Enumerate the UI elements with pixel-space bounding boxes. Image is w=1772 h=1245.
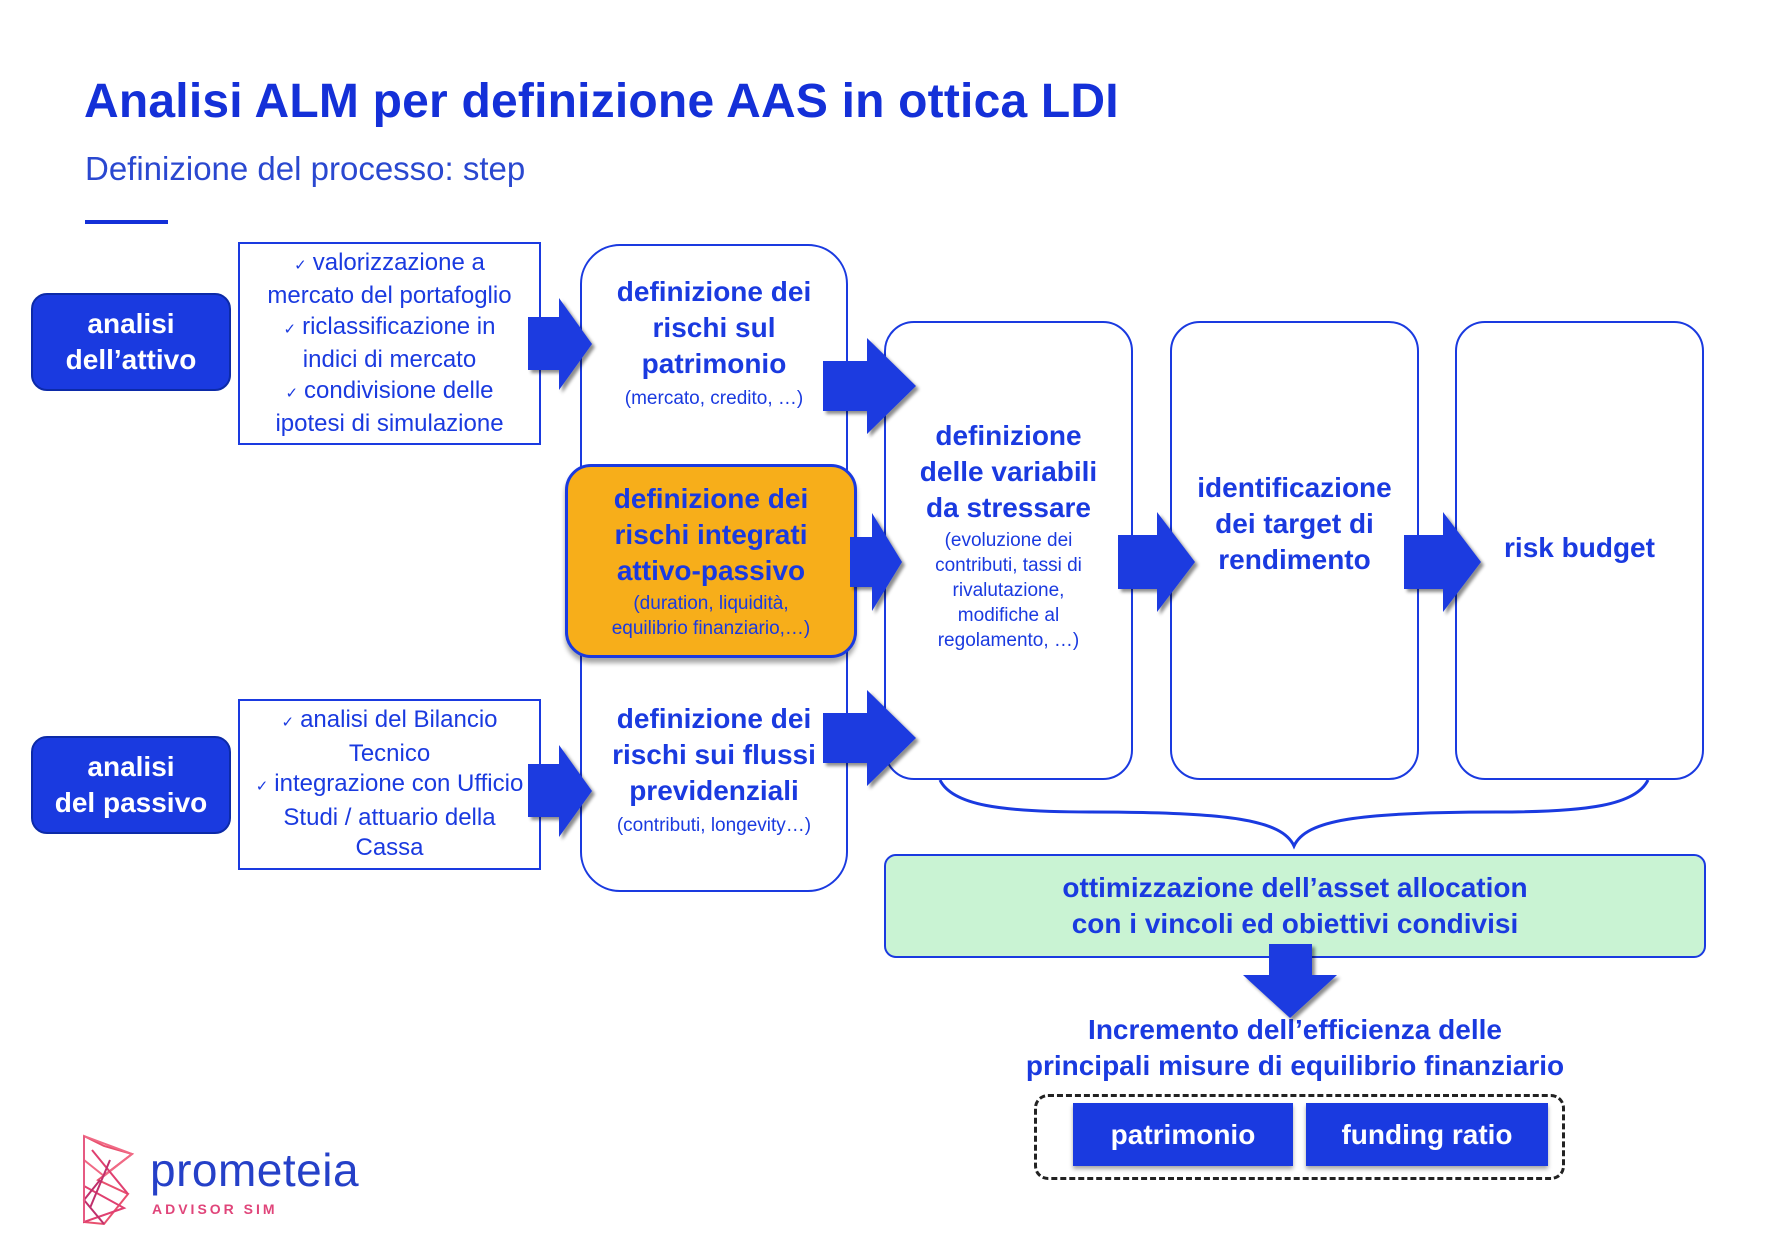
arrow-variabili-target-icon [1118, 512, 1195, 612]
analisi-passivo-pill: analisi del passivo [31, 736, 231, 834]
rischi-patrimonio-step: definizione dei rischi sul patrimonio (m… [616, 275, 812, 409]
target-step: identificazione dei target di rendimento [1197, 471, 1392, 575]
result-heading: Incremento dell’efficienza delle princip… [1025, 1014, 1565, 1081]
attivo-item: ✓riclassificazione in [283, 312, 496, 340]
arrow-integrati-icon [850, 513, 902, 611]
rischi-flussi-step: definizione dei rischi sui flussi previd… [612, 702, 816, 836]
check-icon: ✓ [255, 778, 269, 796]
arrow-target-budget-icon [1404, 512, 1481, 612]
arrow-down-icon [1243, 944, 1337, 1018]
arrow-attivo-icon [528, 298, 592, 390]
attivo-activities-box: ✓valorizzazione a mercato del portafogli… [238, 242, 541, 445]
title-underline [85, 220, 168, 224]
logo-name: prometeia [150, 1144, 360, 1196]
check-icon: ✓ [283, 320, 297, 338]
attivo-item: ✓valorizzazione a [294, 248, 485, 276]
check-icon: ✓ [285, 384, 299, 402]
passivo-item: ✓integrazione con Ufficio [255, 770, 524, 798]
analisi-attivo-pill: analisi dell’attivo [31, 293, 231, 391]
arrow-flussi-icon [823, 690, 916, 786]
prometeia-logo-icon [82, 1134, 135, 1226]
page-subtitle: Definizione del processo: step [85, 150, 526, 187]
check-icon: ✓ [294, 256, 307, 274]
passivo-activities-box: ✓analisi del Bilancio Tecnico ✓integrazi… [238, 699, 541, 870]
page-title: Analisi ALM per definizione AAS in ottic… [84, 75, 1119, 128]
arrow-passivo-icon [528, 745, 592, 837]
attivo-item: ✓condivisione delle [285, 376, 494, 404]
arrow-patrimonio-icon [823, 338, 916, 434]
logo-tagline: ADVISOR SIM [152, 1201, 278, 1217]
check-icon: ✓ [281, 714, 295, 732]
metrics-group [1034, 1094, 1565, 1180]
variabili-step: definizione delle variabili da stressare… [919, 420, 1098, 651]
passivo-item: ✓analisi del Bilancio [281, 706, 498, 734]
risk-budget-step: risk budget [1504, 531, 1655, 563]
rischi-integrati-step: definizione dei rischi integrati attivo-… [565, 464, 857, 658]
brace-icon [938, 779, 1650, 850]
metric-funding-ratio: funding ratio [1306, 1103, 1548, 1166]
metric-patrimonio: patrimonio [1073, 1103, 1293, 1166]
optimization-box: ottimizzazione dell’asset allocation con… [884, 854, 1706, 958]
